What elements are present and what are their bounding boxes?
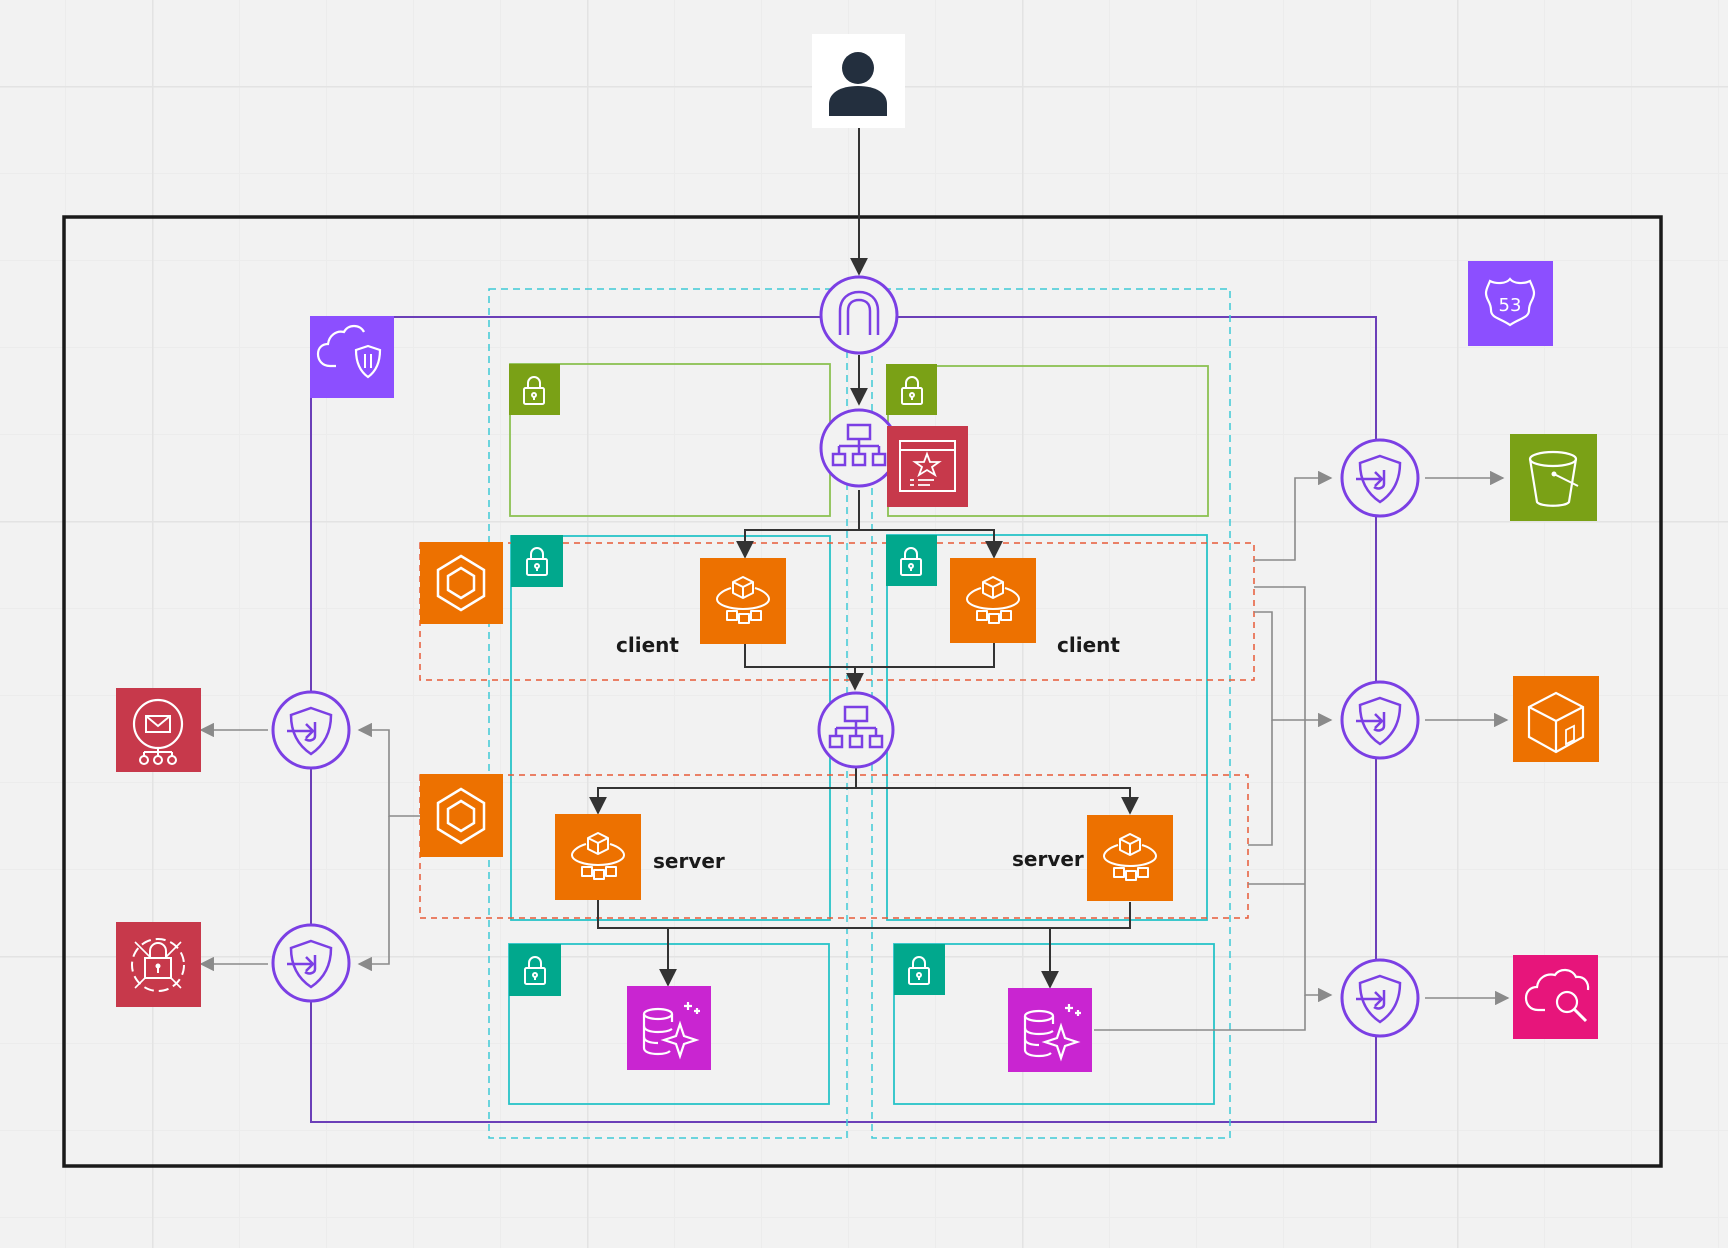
- internal-load-balancer-icon[interactable]: [817, 691, 895, 769]
- auto-scaling-group-icon: [420, 542, 503, 624]
- internet-gateway-icon[interactable]: [819, 275, 899, 355]
- aws-cloud-boundary: [62, 215, 1663, 1168]
- client-label-right: client: [1057, 633, 1120, 657]
- ecs-fargate-task-icon[interactable]: [700, 558, 786, 644]
- aurora-database-icon[interactable]: [627, 986, 711, 1070]
- vpc-endpoint-icon[interactable]: [1340, 680, 1420, 760]
- ecs-fargate-task-icon[interactable]: [1087, 815, 1173, 901]
- aurora-database-icon[interactable]: [1008, 988, 1092, 1072]
- public-subnet-lock-icon: [886, 364, 937, 415]
- vpc-endpoint-icon[interactable]: [1340, 958, 1420, 1038]
- dark-connectors: [589, 128, 1139, 989]
- server-label-left: server: [653, 849, 725, 873]
- certificate-manager-icon: [887, 426, 968, 507]
- availability-zone-right: [871, 288, 1231, 1139]
- auto-scaling-group-icon: [420, 774, 503, 857]
- gray-connectors: [199, 470, 1510, 1031]
- private-subnet-lock-icon: [509, 944, 561, 996]
- ecs-fargate-task-icon[interactable]: [555, 814, 641, 900]
- client-label-left: client: [616, 633, 679, 657]
- ecr-registry-icon: [1513, 676, 1599, 762]
- application-load-balancer-icon[interactable]: [819, 408, 899, 488]
- route53-number: 53: [1499, 295, 1522, 316]
- server-label-right: server: [1012, 847, 1084, 871]
- vpc-endpoint-icon[interactable]: [1340, 438, 1420, 518]
- s3-bucket-icon: [1510, 434, 1597, 521]
- secrets-manager-icon: [116, 922, 201, 1007]
- public-subnet-lock-icon: [509, 364, 560, 415]
- cloudwatch-icon: [1513, 955, 1598, 1039]
- private-subnet-lock-icon: [511, 535, 563, 587]
- vpc-endpoint-icon[interactable]: [271, 923, 351, 1003]
- vpc-endpoint-icon[interactable]: [271, 690, 351, 770]
- private-db-subnet-right: [893, 943, 1215, 1105]
- ecs-fargate-task-icon[interactable]: [950, 558, 1036, 643]
- simple-email-service-icon: [116, 688, 201, 772]
- private-subnet-lock-icon: [894, 944, 945, 995]
- private-subnet-lock-icon: [886, 535, 937, 586]
- user-icon: [812, 34, 905, 128]
- vpc-icon: [310, 316, 394, 398]
- route53-icon: 53: [1468, 261, 1553, 346]
